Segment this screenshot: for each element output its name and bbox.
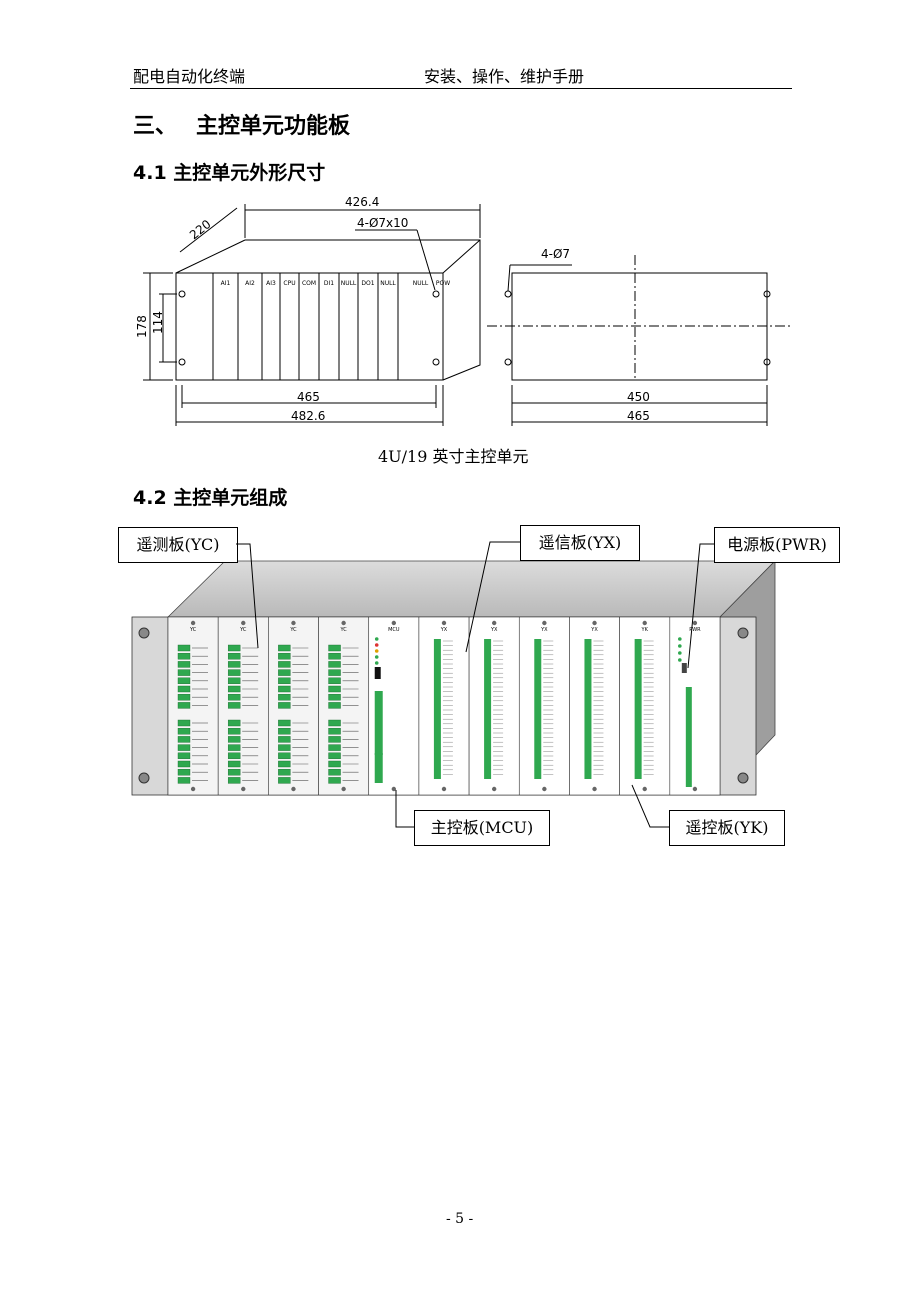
- board-yc: YC: [217, 616, 269, 796]
- slot-label: AI1: [221, 280, 231, 287]
- board-yx: YX: [468, 616, 520, 796]
- dim-465-left: 465: [297, 390, 320, 404]
- slot-label: DI1: [324, 280, 334, 287]
- rack-illustration: YC YC YC YC MCU YX YX YX YX YK PWR: [131, 560, 776, 796]
- header-right: 安装、操作、维护手册: [424, 67, 585, 86]
- page-number: - 5 -: [446, 1211, 474, 1227]
- callout-yc: 遥测板(YC): [118, 527, 238, 563]
- callout-mcu: 主控板(MCU): [414, 810, 550, 846]
- dim-178: 178: [135, 315, 149, 338]
- board-mcu: MCU: [368, 616, 420, 796]
- board-label: YC: [339, 627, 347, 633]
- dim-holes-right: 4-Ø7: [541, 247, 570, 261]
- board-label: YC: [189, 627, 197, 633]
- slot-label: CPU: [283, 280, 295, 287]
- board-label: YC: [289, 627, 297, 633]
- callout-pwr: 电源板(PWR): [714, 527, 840, 563]
- board-label: YX: [440, 627, 448, 633]
- slot-label: AI2: [245, 280, 255, 287]
- dim-482: 482.6: [291, 409, 325, 423]
- dim-465-right: 465: [627, 409, 650, 423]
- board-label: YX: [540, 627, 548, 633]
- callout-yk: 遥控板(YK): [669, 810, 785, 846]
- board-yk: YK: [619, 616, 671, 796]
- subsection-title-4-1: 4.1 主控单元外形尺寸: [133, 162, 326, 184]
- slot-label: POW: [436, 280, 450, 287]
- slot-label: DO1: [361, 280, 374, 287]
- slot-label: NULL: [341, 280, 357, 287]
- dim-114: 114: [151, 311, 165, 334]
- slot-label: NULL: [413, 280, 429, 287]
- slot-label: COM: [302, 280, 316, 287]
- figure-caption-1: 4U/19 英寸主控单元: [378, 447, 529, 466]
- dim-450: 450: [627, 390, 650, 404]
- board-yc: YC: [268, 616, 319, 796]
- board-yx: YX: [418, 616, 470, 796]
- board-label: MCU: [388, 627, 400, 633]
- callout-yx: 遥信板(YX): [520, 525, 640, 561]
- board-pwr: PWR: [669, 616, 721, 796]
- board-label: YC: [239, 627, 247, 633]
- slot-label: AI3: [266, 280, 276, 287]
- board-yc: YC: [318, 616, 370, 796]
- section-title: 主控单元功能板: [196, 114, 351, 139]
- slot-label: NULL: [380, 280, 396, 287]
- dimension-drawing: 426.4 220 4-Ø7x10 178 114 465 482.6 4-Ø7…: [135, 195, 790, 426]
- header-rule: [130, 88, 792, 89]
- board-yc: YC: [167, 616, 219, 796]
- board-label: YX: [590, 627, 598, 633]
- board-label: YK: [641, 627, 649, 633]
- board-yx: YX: [569, 616, 620, 796]
- header-left: 配电自动化终端: [133, 67, 246, 86]
- callout-leaders: [236, 541, 714, 828]
- dim-holes-left: 4-Ø7x10: [357, 216, 408, 230]
- section-number: 三、: [133, 114, 178, 139]
- board-label: YX: [490, 627, 498, 633]
- subsection-title-4-2: 4.2 主控单元组成: [133, 487, 288, 509]
- board-label: PWR: [689, 627, 701, 633]
- board-yx: YX: [518, 616, 570, 796]
- dim-426: 426.4: [345, 195, 379, 209]
